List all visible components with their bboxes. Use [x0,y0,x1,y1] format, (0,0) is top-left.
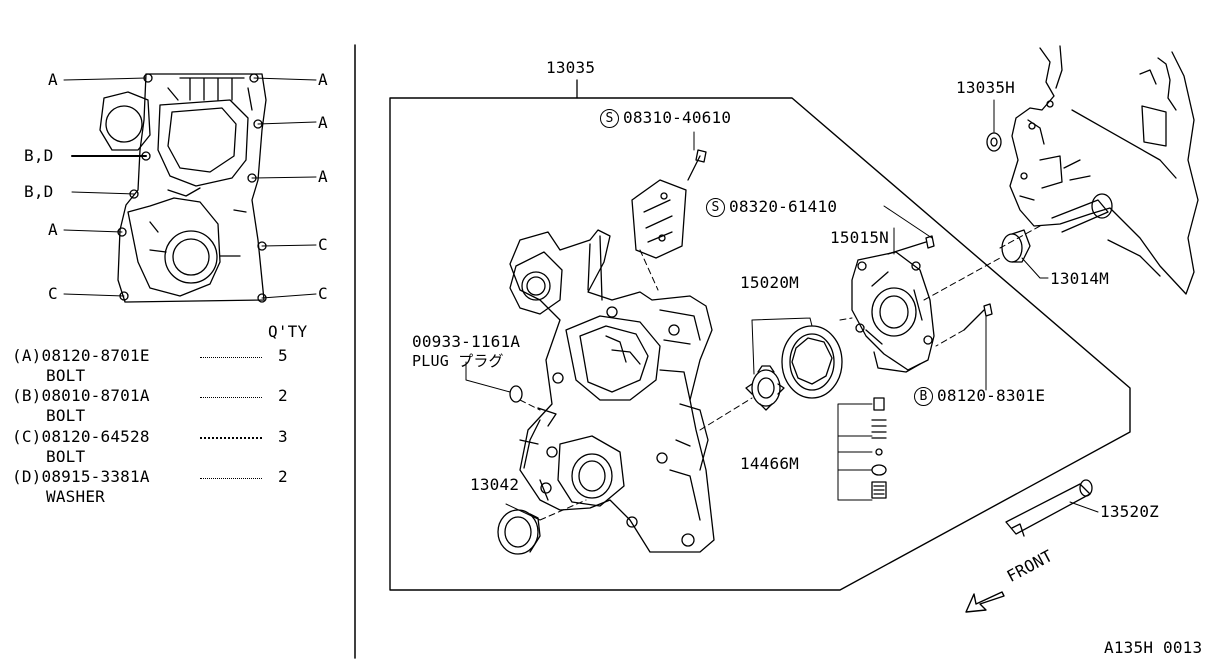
bolt-row-c-leader [200,436,262,439]
part-00933-1161A: 00933-1161A [412,332,521,351]
cover-outline-leaders [63,77,317,299]
callout-bd-1: B,D [24,146,54,165]
callout-a-4: A [318,167,328,186]
bolt-row-d-code: (D)08915-3381A [12,467,150,486]
part-08120-text: 08120-8301E [937,386,1046,405]
bolt-row-d-leader [200,477,262,479]
callout-c-2: C [48,284,58,303]
callout-a-2: A [318,70,328,89]
top-bracket [631,179,687,259]
bolt-row-a-code: (A)08120-8701E [12,346,150,365]
part-13014M: 13014M [1050,269,1109,288]
bracket-15020M [751,317,813,375]
qty-header: Q'TY [268,322,308,341]
cover-outline-view [99,73,267,303]
part-13035: 13035 [546,58,596,77]
bolt-row-b-qty: 2 [278,386,288,405]
bushing-13014M [1001,229,1031,263]
callout-bd-2: B,D [24,182,54,201]
bolt-row-b-code: (B)08010-8701A [12,386,150,405]
bolt-row-d-desc: WASHER [46,487,105,506]
bolt-row-a-qty: 5 [278,346,288,365]
part-13520Z: 13520Z [1100,502,1159,521]
bolt-row-b-desc: BOLT [46,406,86,425]
relief-valve-parts [871,397,887,499]
part-14466M: 14466M [740,454,799,473]
bolt-row-a-leader [200,356,262,358]
bolt-row-c-desc: BOLT [46,447,86,466]
oil-pump-gears [745,325,843,411]
part-08310-text: 08310-40610 [623,108,732,127]
part-13035H: 13035H [956,78,1015,97]
leader-00933 [465,361,511,393]
diagram-code: A135H 0013 [1104,638,1203,657]
leader-13014M [1021,257,1049,279]
leader-13520Z [1069,501,1099,513]
leader-13042 [505,503,541,521]
callout-c-1: C [318,235,328,254]
plug-00933 [509,385,523,403]
part-08320-text: 08320-61410 [729,197,838,216]
callout-a-5: A [48,220,58,239]
circle-s-icon: S [600,109,619,128]
front-arrow [965,591,1005,613]
assembly-boundary [389,97,1131,591]
part-13042: 13042 [470,475,520,494]
bracket-14466M [837,403,873,501]
circle-s-icon: S [706,198,725,217]
oil-pump-body [851,251,935,373]
bolt-row-b-leader [200,396,262,398]
bolt-row-c-code: (C)08120-64528 [12,427,150,446]
bolt-08120-8301E [963,303,993,331]
bolt-row-a-desc: BOLT [46,366,86,385]
bolt-row-c-qty: 3 [278,427,288,446]
washer-13035H [986,132,1002,152]
leader-08320 [883,205,933,239]
bolt-row-d-qty: 2 [278,467,288,486]
part-15020M: 15020M [740,273,799,292]
circle-b-icon: B [914,387,933,406]
front-timing-cover [509,229,715,553]
bolt-08310 [687,149,707,181]
callout-c-3: C [318,284,328,303]
assembly-dashed-lines [519,225,1041,521]
callout-a-1: A [48,70,58,89]
callout-a-3: A [318,113,328,132]
part-15015N: 15015N [830,228,889,247]
engine-block [1009,45,1199,295]
part-plug-label: PLUG プラグ [412,352,504,370]
screw-08320 [887,235,935,255]
pipe-13520Z [1005,479,1093,537]
